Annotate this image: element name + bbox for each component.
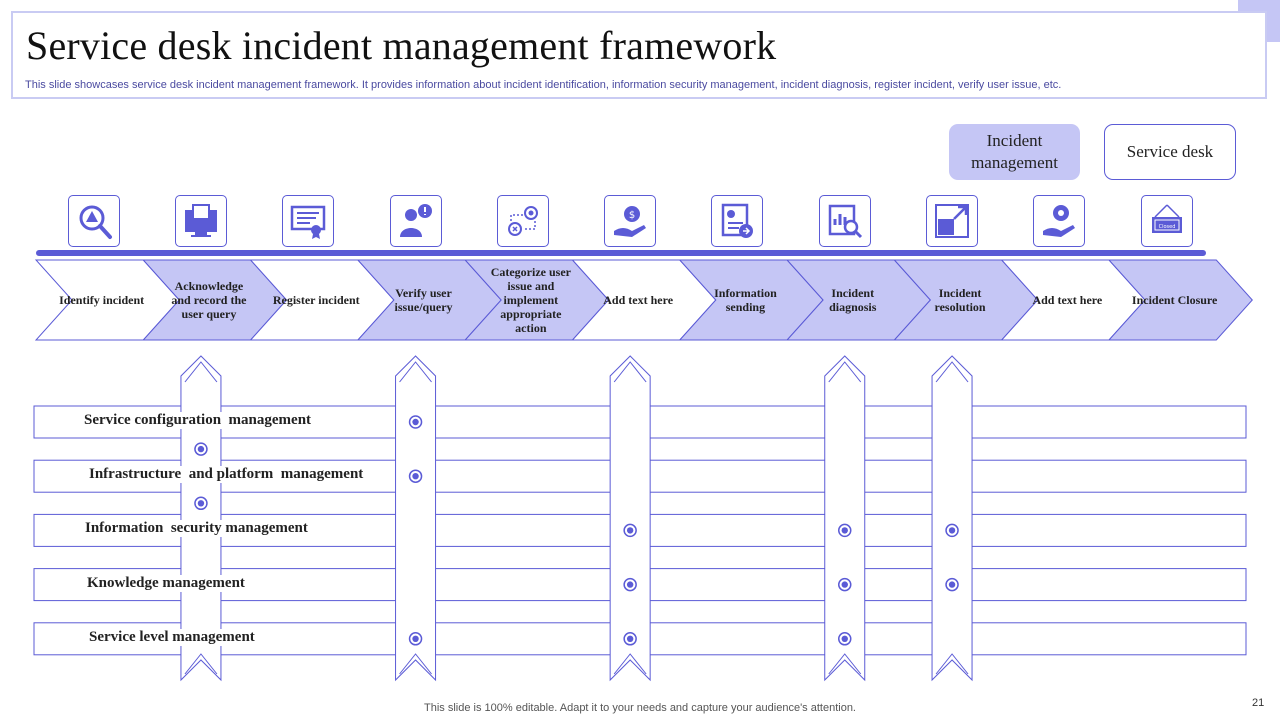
page-subtitle: This slide showcases service desk incide… — [25, 79, 1062, 91]
check-mark-dot — [412, 473, 419, 480]
info-document-icon-box — [711, 195, 764, 247]
row-label: Infrastructure and platform management — [85, 466, 368, 484]
row-label: Service level management — [85, 628, 259, 646]
check-mark-dot — [626, 635, 634, 642]
step-label: Information sending — [714, 286, 777, 314]
monitor-record-icon-box — [174, 195, 227, 247]
monitor-record-icon — [184, 204, 217, 237]
check-mark-dot — [841, 581, 848, 588]
step-label: Incident Closure — [1131, 293, 1218, 307]
hand-gear-dollar-icon: $ — [614, 206, 647, 237]
check-mark-dot — [626, 527, 634, 534]
footer-note: This slide is 100% editable. Adapt it to… — [424, 702, 856, 714]
legend-service-desk: Service desk — [1104, 124, 1236, 180]
user-alert-icon — [399, 204, 432, 237]
header-box — [11, 11, 1267, 99]
svg-text:Closed: Closed — [1158, 224, 1175, 230]
vertical-arrow-chevron — [399, 653, 432, 675]
vertical-arrow-chevron — [184, 653, 218, 675]
check-mark-dot — [841, 527, 848, 534]
expand-arrow-icon-box — [926, 195, 979, 247]
flow-cycle-icon — [507, 206, 538, 236]
search-alert-icon-box — [67, 195, 120, 247]
hand-gear-dollar-icon-box: $ — [604, 195, 657, 247]
vertical-arrow — [824, 355, 866, 682]
step-label: Categorize user issue and implement appr… — [490, 265, 571, 335]
row-label: Information security management — [81, 520, 312, 538]
vertical-arrow-chevron — [828, 361, 862, 383]
certificate-register-icon — [291, 205, 326, 239]
hand-gear-icon-box — [1033, 195, 1086, 247]
row-label: Knowledge management — [83, 574, 249, 592]
vertical-arrow — [395, 355, 437, 682]
check-mark-dot — [197, 500, 205, 507]
process-chevron — [1107, 259, 1253, 341]
step-label: Identify incident — [59, 293, 145, 307]
svg-text:$: $ — [629, 210, 635, 221]
vertical-arrow-chevron — [184, 361, 218, 383]
info-document-icon — [722, 203, 754, 238]
check-mark-dot — [626, 581, 634, 588]
flow-cycle-icon-box — [496, 195, 549, 247]
chart-magnifier-icon — [828, 204, 862, 239]
step-label: Verify user issue/query — [394, 286, 453, 314]
user-alert-icon-box — [389, 195, 442, 247]
step-label: Add text here — [1032, 293, 1103, 307]
certificate-register-icon-box — [282, 195, 335, 247]
hand-gear-icon — [1043, 205, 1076, 237]
check-mark-dot — [841, 635, 848, 642]
timeline-bar — [36, 250, 1206, 256]
chart-magnifier-icon-box — [818, 195, 871, 247]
search-alert-icon — [79, 205, 112, 239]
check-mark-dot — [412, 635, 419, 642]
step-label: Acknowledge and record the user query — [171, 279, 247, 321]
expand-arrow-icon — [935, 204, 970, 238]
step-label: Register incident — [272, 293, 360, 307]
step-label: Add text here — [603, 293, 674, 307]
check-mark-dot — [948, 527, 956, 534]
vertical-arrow-chevron — [828, 653, 862, 675]
vertical-arrow-chevron — [399, 361, 432, 383]
vertical-arrow-chevron — [935, 653, 969, 675]
vertical-arrow — [180, 355, 222, 682]
check-mark-dot — [197, 445, 205, 453]
page-number: 21 — [1252, 697, 1265, 709]
closed-sign-icon-box: Closed — [1140, 195, 1193, 247]
vertical-arrow — [609, 355, 651, 682]
check-mark-dot — [948, 581, 956, 588]
check-mark-dot — [412, 418, 419, 426]
row-label: Service configuration management — [80, 412, 316, 429]
vertical-arrow-chevron — [613, 361, 647, 383]
closed-sign-icon: Closed — [1151, 204, 1182, 233]
step-label: Incident resolution — [934, 286, 986, 314]
legend-incident-management: Incident management — [949, 124, 1080, 180]
step-label: Incident diagnosis — [829, 286, 877, 314]
vertical-arrow — [931, 355, 973, 682]
vertical-arrow-chevron — [613, 653, 647, 675]
vertical-arrow-chevron — [935, 361, 969, 383]
page-title: Service desk incident management framewo… — [26, 23, 777, 68]
